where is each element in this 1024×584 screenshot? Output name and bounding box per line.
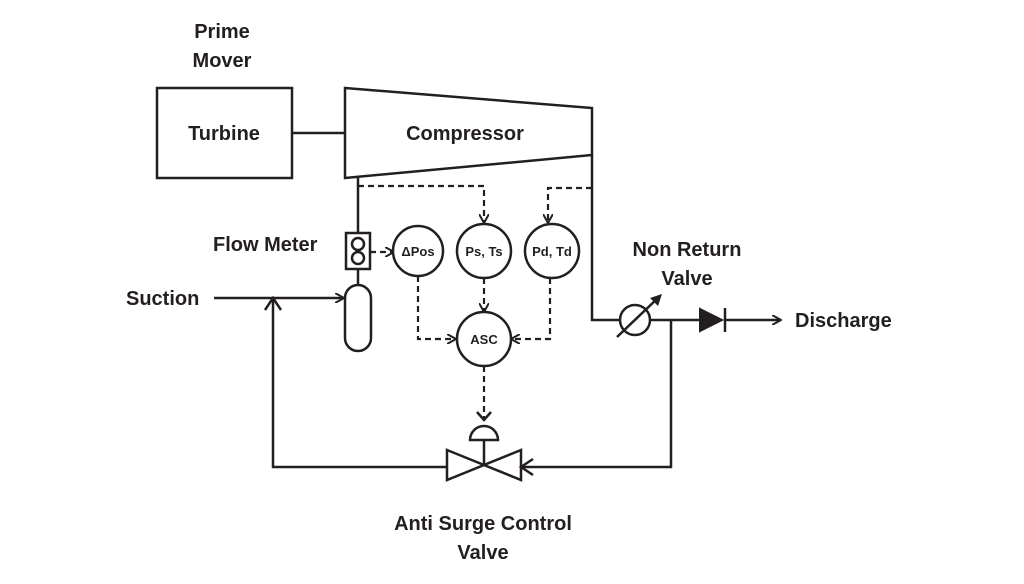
anti-surge-valve-label-line1: Anti Surge Control (394, 513, 572, 535)
recycle-entry-arrowhead (263, 295, 283, 311)
flow-element (343, 283, 373, 353)
compressor-label: Compressor (406, 123, 524, 145)
prime-mover-label-line2: Mover (193, 50, 252, 72)
check-valve-triangle (699, 307, 725, 333)
dpos-to-asc-signal (416, 276, 455, 339)
flow-meter-upper-ring (350, 236, 366, 252)
pd-td-label: Pd, Td (532, 244, 572, 259)
asc-label: ASC (470, 332, 498, 347)
ps-ts-label: Ps, Ts (465, 244, 502, 259)
suction-label: Suction (126, 288, 199, 310)
recycle-line-right (523, 320, 673, 469)
non-return-valve-indicator-arrowhead (650, 294, 662, 306)
suction-signal-line (358, 184, 484, 222)
turbine-box (155, 86, 294, 180)
turbine-label: Turbine (188, 123, 260, 145)
valve-body-left (445, 448, 488, 482)
asc-output-arrowhead (476, 411, 492, 422)
dpos-label: ΔPos (401, 244, 434, 259)
pd-td-transmitter (523, 222, 581, 280)
flow-meter-lower-ring (350, 250, 366, 266)
recycle-valve-arrowhead (518, 457, 534, 477)
prime-mover-label-line1: Prime (194, 21, 250, 43)
non-return-valve-label-line2: Valve (661, 268, 712, 290)
anti-surge-valve-label-line2: Valve (457, 542, 508, 564)
non-return-valve-indicator (616, 296, 660, 338)
discharge-signal-line (548, 186, 592, 222)
non-return-valve-label-line1: Non Return (633, 239, 742, 261)
recycle-line-left (271, 300, 447, 469)
pd-td-to-asc-signal (512, 278, 552, 339)
discharge-pipe-vertical (590, 155, 620, 322)
flow-meter-label: Flow Meter (213, 234, 318, 256)
valve-body-right (480, 448, 523, 482)
discharge-label: Discharge (795, 310, 892, 332)
valve-actuator (468, 424, 500, 442)
